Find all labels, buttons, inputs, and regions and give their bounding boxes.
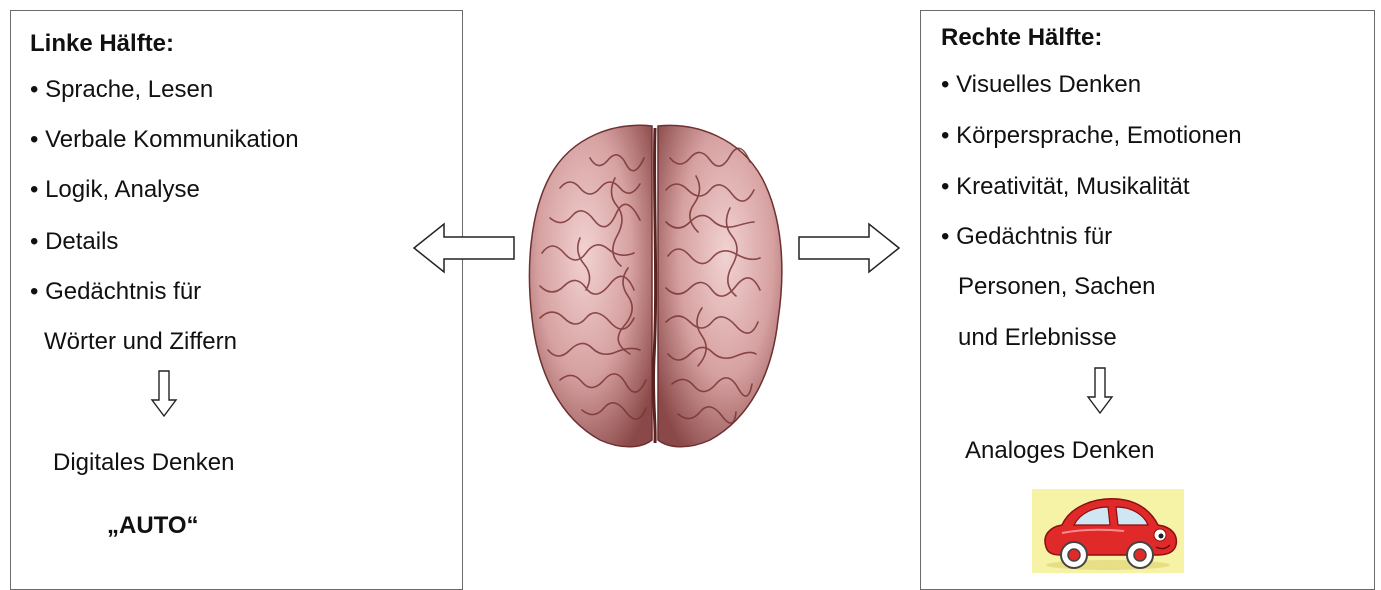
left-result: Digitales Denken [53,449,234,477]
right-item-4: • Gedächtnis für [941,223,1112,251]
right-item-3: • Kreativität, Musikalität [941,173,1189,201]
arrow-left-icon [412,222,516,274]
brain-icon [520,118,790,452]
right-item-5: Personen, Sachen [958,273,1155,301]
arrow-right-icon [797,222,901,274]
left-item-5: • Gedächtnis für [30,278,201,306]
arrow-down-icon [150,370,178,418]
car-icon [1032,489,1184,573]
left-item-6: Wörter und Ziffern [44,328,237,356]
right-item-2: • Körpersprache, Emotionen [941,122,1242,150]
left-item-3: • Logik, Analyse [30,176,200,204]
left-panel-title: Linke Hälfte: [30,30,174,58]
right-result: Analoges Denken [965,437,1154,465]
right-panel-title: Rechte Hälfte: [941,24,1102,52]
right-item-1: • Visuelles Denken [941,71,1141,99]
right-item-6: und Erlebnisse [958,324,1117,352]
left-item-4: • Details [30,228,118,256]
left-item-1: • Sprache, Lesen [30,76,213,104]
left-example-word: „AUTO“ [107,512,199,540]
arrow-down-icon [1086,367,1114,415]
left-item-2: • Verbale Kommunikation [30,126,299,154]
